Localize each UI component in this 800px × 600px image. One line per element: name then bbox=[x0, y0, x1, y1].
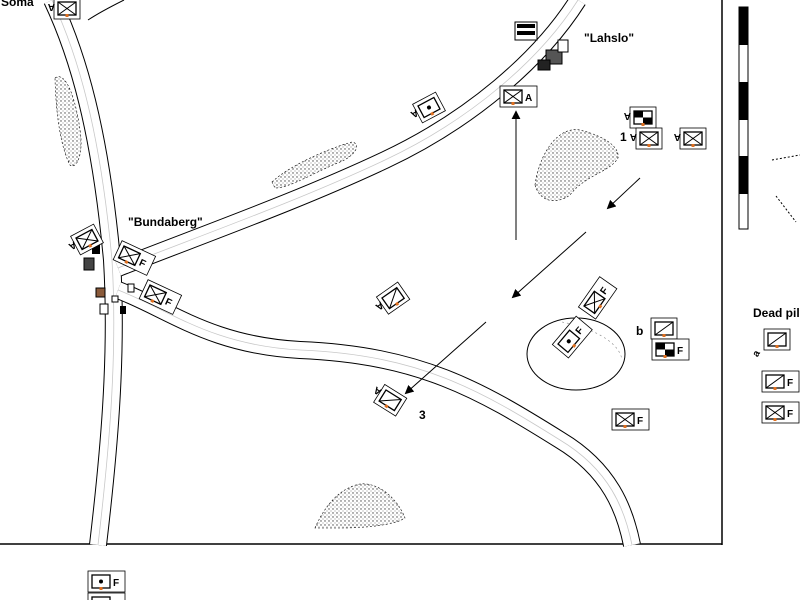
x-box-icon: F bbox=[112, 240, 157, 276]
unit-prefix: A bbox=[630, 131, 637, 142]
unit-marker-3: 3 bbox=[419, 408, 426, 422]
unit-suffix: F bbox=[574, 325, 586, 337]
unit-prefix: A bbox=[48, 1, 55, 12]
x-box-icon: A bbox=[674, 127, 707, 150]
unit-marker-b: b bbox=[636, 324, 643, 338]
unit-suffix: F bbox=[677, 346, 683, 357]
x-box-icon: F bbox=[761, 401, 800, 424]
unit-suffix: F bbox=[787, 409, 793, 420]
place-label-lahslo: "Lahslo" bbox=[584, 31, 634, 45]
unit-marker-1: 1 bbox=[620, 130, 627, 144]
road-west-vertical bbox=[43, 0, 123, 547]
unit-suffix: F bbox=[637, 416, 643, 427]
building-cluster-lahslo bbox=[514, 21, 569, 71]
legend-title: Dead pile bbox=[753, 306, 800, 320]
place-label-soma: Soma bbox=[1, 0, 34, 9]
dot-box-icon: F bbox=[551, 315, 593, 359]
x-box-icon: A bbox=[48, 0, 81, 20]
x-box-icon: F bbox=[611, 408, 650, 431]
x-box-icon: A bbox=[499, 85, 538, 108]
unit-prefix: A bbox=[408, 107, 420, 120]
map-frame bbox=[0, 0, 723, 545]
legend-side-marks bbox=[771, 154, 800, 223]
x-box-icon: F bbox=[577, 276, 618, 320]
arrow-icon bbox=[404, 321, 487, 395]
building-cluster-bundaberg bbox=[83, 244, 135, 315]
wood-south bbox=[314, 483, 406, 529]
unit-suffix: F bbox=[787, 378, 793, 389]
slash-box-icon: A bbox=[372, 384, 408, 417]
road-south-east bbox=[114, 281, 641, 547]
arrow-icon bbox=[511, 231, 587, 299]
checker-flag-icon: F bbox=[651, 338, 690, 361]
wood-east bbox=[534, 129, 619, 202]
unit-suffix: F bbox=[599, 286, 612, 297]
wood-central bbox=[271, 141, 357, 189]
slash-box-icon: A bbox=[373, 281, 411, 315]
unit-symbols: AAAAAAAFFAFFFFAFFFF bbox=[48, 0, 800, 600]
unit-prefix: A bbox=[66, 239, 78, 252]
wood-west bbox=[54, 76, 82, 167]
x-box-icon: A bbox=[630, 127, 663, 150]
road-north-east bbox=[114, 0, 586, 277]
legend-marker-a: a bbox=[751, 348, 764, 359]
dot-box-icon: F bbox=[87, 592, 126, 600]
slash-box-icon: F bbox=[761, 370, 800, 393]
unit-suffix: F bbox=[163, 297, 173, 310]
unit-suffix: A bbox=[525, 93, 532, 104]
dot-box-icon: A bbox=[408, 91, 446, 124]
unit-prefix: A bbox=[674, 131, 681, 142]
unit-prefix: A bbox=[624, 110, 631, 121]
road-northwest-spur bbox=[87, 0, 125, 21]
slash-box-icon bbox=[650, 317, 678, 340]
unit-suffix: F bbox=[113, 578, 119, 589]
arrow-icon bbox=[606, 177, 641, 210]
x-box-icon: F bbox=[138, 279, 183, 315]
dot-box-icon: F bbox=[87, 570, 126, 593]
checker-flag-icon: A bbox=[624, 106, 657, 129]
slash-box-icon bbox=[763, 328, 791, 351]
place-label-bundaberg: "Bundaberg" bbox=[128, 215, 203, 229]
x-box-icon: A bbox=[66, 223, 104, 256]
unit-prefix: A bbox=[372, 384, 384, 397]
unit-suffix: F bbox=[137, 258, 147, 271]
scale-bar-icon bbox=[738, 6, 749, 230]
movement-arrows bbox=[404, 110, 641, 395]
